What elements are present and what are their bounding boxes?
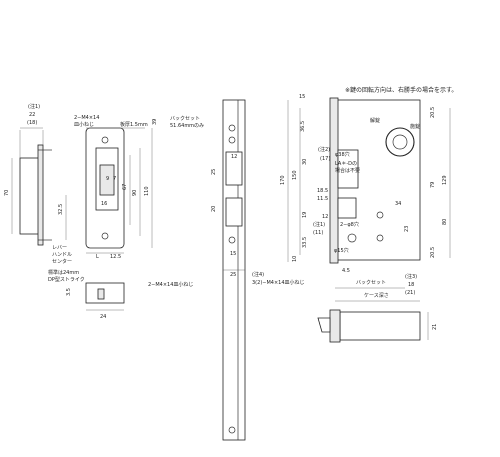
- la-note: LA＊-Dの: [335, 161, 357, 167]
- strike-dim-24: 24: [100, 314, 106, 320]
- strike-dim-18: (18): [27, 120, 37, 126]
- body-dim-18: 18: [408, 282, 414, 288]
- body-note3: (注3): [405, 273, 417, 280]
- strike-dim-110: 110: [144, 186, 150, 196]
- strike-dim-67: 67: [122, 184, 128, 190]
- strike-dp-stroke: DP型ストライク: [48, 276, 85, 283]
- body-dim-79: 79: [430, 182, 436, 188]
- body-dim-12: 12: [322, 214, 328, 220]
- front-dim-25b: 25: [230, 272, 236, 278]
- strike-dim-7: 7: [113, 176, 116, 182]
- strike-dim-16: 16: [101, 201, 107, 207]
- strike-std-24: 標準は24mm: [48, 269, 79, 276]
- la-note2: 場合は不要: [335, 167, 360, 174]
- strike-screw-label: 2−M4×14: [74, 115, 99, 121]
- lever-center-3: センター: [52, 258, 72, 265]
- strike-dim-12-5: 12.5: [110, 254, 121, 260]
- strike-dim-90: 90: [132, 190, 138, 196]
- front-backset-label: バックセット: [170, 116, 200, 122]
- body-dim-10: 10: [292, 256, 298, 262]
- body-dim-21: (21): [405, 290, 415, 296]
- rotation-note: ※鍵の回転方向は、右勝手の場合を示す。: [345, 86, 457, 94]
- body-note1: (注1): [313, 221, 325, 228]
- strike-bottom-view: [85, 282, 125, 304]
- label-unlock: 解錠: [370, 117, 380, 124]
- body-dim-36-5: 36.5: [300, 121, 306, 132]
- lock-body-bottom-view: [317, 309, 421, 343]
- body-dim-33-5: 33.5: [302, 237, 308, 248]
- front-backset-value: 51.64mmのみ: [170, 123, 204, 129]
- body-dim-23: 23: [404, 226, 410, 232]
- strike-front-view: [85, 127, 125, 249]
- strike-dim-32-5: 32.5: [58, 204, 64, 215]
- strike-dim-70: 70: [4, 190, 10, 196]
- body-note2: (注2): [318, 146, 330, 153]
- front-dim-20: 20: [211, 206, 217, 212]
- body-dim-11-5: 11.5: [317, 196, 328, 202]
- body-dim-170: 170: [280, 175, 286, 185]
- strike-screw-label2: 皿小ねじ: [74, 121, 94, 128]
- strike-plate-thickness: 板厚1.5mm: [120, 121, 148, 128]
- body-dim-129: 129: [442, 175, 448, 185]
- hole-8: 2−φ8穴: [340, 221, 359, 228]
- lock-body-view: [329, 97, 421, 264]
- front-dim-25: 25: [211, 169, 217, 175]
- strike-dim-9: 9: [106, 176, 109, 182]
- body-dim-11: (11): [313, 230, 323, 236]
- body-backset: バックセット: [356, 280, 386, 286]
- hole-15: φ15穴: [334, 247, 349, 254]
- body-dim-15: 15: [299, 94, 305, 100]
- body-dim-17: (17): [320, 156, 330, 162]
- front-screw-bottom2: 3(2)−M4×14皿小ねじ: [252, 279, 305, 286]
- front-dim-15: 15: [230, 251, 236, 257]
- body-dim-18-5: 18.5: [317, 188, 328, 194]
- body-dim-4-5: 4.5: [342, 268, 350, 274]
- strike-dim-22: 22: [29, 112, 35, 118]
- body-dim-34: 34: [395, 201, 401, 207]
- body-case-depth: ケース深さ: [364, 292, 389, 299]
- lever-center-1: レバー: [52, 245, 67, 251]
- body-dim-30: 30: [302, 159, 308, 165]
- lever-center-2: ハンドル: [52, 252, 72, 258]
- body-dim-19: 19: [302, 212, 308, 218]
- strike-note1: (注1): [28, 103, 40, 110]
- front-note4: (注4): [252, 271, 264, 278]
- front-screw-bottom: 2−M4×14皿小ねじ: [148, 281, 193, 288]
- body-dim-21b: 21: [432, 324, 438, 330]
- strike-label-L: L: [96, 254, 99, 260]
- front-dim-12: 12: [231, 154, 237, 160]
- strike-dim-3-5: 3.5: [66, 288, 72, 296]
- strike-side-view: [19, 144, 52, 246]
- body-dim-20-5: 20.5: [430, 107, 436, 118]
- hole-38: φ38穴: [335, 151, 350, 158]
- front-dim-39: 39: [152, 119, 158, 125]
- label-lock: 施錠: [410, 123, 420, 130]
- body-dim-150: 150: [292, 170, 298, 180]
- body-dim-20-5b: 20.5: [430, 247, 436, 258]
- body-dim-80: 80: [442, 219, 448, 225]
